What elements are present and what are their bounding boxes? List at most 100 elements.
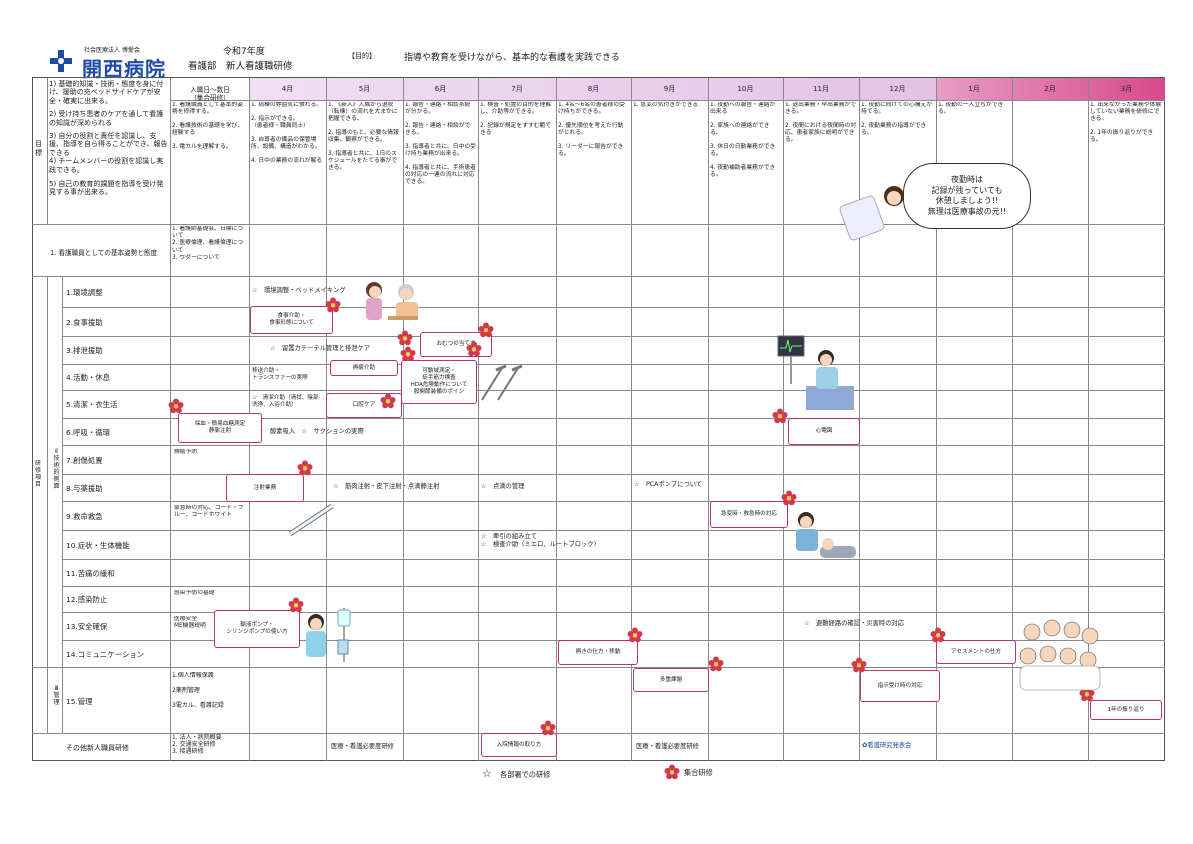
group-training-flower-icon [478, 322, 494, 338]
goals-label: 目標 [35, 140, 42, 157]
legend-flower-icon [664, 764, 680, 780]
monthly-goal-cell: 1. 病棟の雰囲気に慣れる。 2. 指示ができる。 （患者様・職員同士） 3. … [251, 102, 323, 164]
sleeping-nurse-illustration [839, 186, 904, 241]
monthly-goal-cell: 1. 看護職員として基本的姿勢を修得する。 2. 看護技術の基礎を学び、経験する… [172, 102, 244, 150]
box-ecg: 心電図 [788, 418, 860, 445]
goal-3: 3) 自分の役割と責任を認識し、支援、指導を自ら得ることができ、報告できる [49, 132, 168, 157]
monthly-goal-cell: 1. 《新人》入職から退院（転棟）の流れを大まかに把握できる。 2. 指導のもと… [328, 102, 399, 171]
note-env: ☆ 環境調整・ベッドメイキング [252, 287, 346, 294]
month-header: 7月 [511, 85, 523, 93]
skill-row-label: 12.感染防止 [66, 595, 108, 604]
month-header-band [249, 78, 936, 100]
monthly-goal-cell: 1. 夜勤への報告・連絡が出来る 2. 家族への連絡ができる。 3. 休日の日勤… [710, 102, 776, 178]
box-transfer-method: 褥きの仕方・移動 [558, 640, 638, 665]
month-header: 2月 [1044, 85, 1056, 93]
management-intro: 1.個人情報保護 2薬剤管理 3電カル、看護記録 [172, 672, 224, 709]
monthly-goal-cell: 1. 検査・処置の目的を理解し、介助等ができる。 2. 記録が規定をすすむ範でき… [480, 102, 552, 136]
other-training-intro: 1. 法人・病院概要 2. 交通安全研修 3. 接遇研修 [172, 734, 222, 756]
skill-row-intro: 緊急時の対応、コード・ブルー、コードホワイト [174, 505, 244, 518]
month-header: 11月 [813, 85, 829, 93]
box-meal-assist: 食事介助・ 食事形態について [250, 306, 333, 334]
skill-row-label: 8.与薬援助 [66, 483, 103, 493]
skill-row-label: 1.環境調整 [66, 287, 103, 297]
goal-label: 【目的】 [348, 52, 376, 60]
note-need-training-2: 医療・看護必要度研修 [636, 743, 699, 750]
group-training-flower-icon [466, 341, 482, 357]
box-injection-work: 注射業務 [226, 474, 304, 502]
month-header: 4月 [281, 85, 294, 93]
group-training-flower-icon [297, 460, 313, 476]
box-multitask: 多重課題 [633, 668, 709, 692]
group-training-flower-icon [325, 297, 341, 313]
box-range-of-motion: 可動域測定・ 徒手筋力検査 HDA危険動作について 股関節装備のポイン [401, 360, 477, 404]
note-cleaning: ☆ 清潔介助（清拭、陰部洗浄、入浴介助） [252, 395, 319, 408]
skill-row-label: 5.清潔・衣生活 [66, 400, 118, 409]
legend-star-label: 各部署での研修 [500, 770, 551, 779]
training-table [32, 77, 1165, 761]
note-catheter: ☆ 留置カテーテル管理と排泄ケア [270, 345, 371, 352]
monthly-goal-cell: 1. 4名～6名の患者様の受け持ちができる。 2. 優先順位を考えた行動がとれる… [558, 102, 625, 157]
month-header: 12月 [889, 85, 906, 93]
staff-group-illustration [1019, 619, 1101, 691]
month-header: 3月 [1120, 85, 1133, 93]
monthly-goal-cell: 1. 急変の気付きができる [633, 102, 699, 108]
note-evacuation: ☆ 避難経路の確認・災害時の対応 [804, 620, 905, 627]
box-year-review: 1年の振り返り [1090, 700, 1162, 720]
nurse-with-iv-illustration [306, 608, 351, 662]
group-training-flower-icon [772, 408, 788, 424]
box-emergency: 急変時・救急時の対応 [710, 501, 788, 528]
group-training-flower-icon [540, 720, 556, 736]
crutches-illustration [481, 364, 523, 401]
box-bedsore-assist: 褥瘡介助 [330, 360, 398, 376]
note-transfer: 移送介助・ トランスファーの実際 [252, 368, 308, 381]
note-pca: ☆ PCAポンプについて [634, 481, 703, 488]
goal-1: 1) 基礎的知識・技術・態度を身に付け、援助の充ベッドサイドケアが安全・確実に出… [49, 80, 164, 105]
group-training-flower-icon [400, 346, 416, 362]
monthly-goal-cell: 1. 退出業務・早出業務ができる。 2. 夜間における夜間時の対応、患者家族に説… [785, 102, 857, 143]
group-training-flower-icon [708, 656, 724, 672]
month-header: 6月 [434, 85, 447, 93]
skill-row-label: 3.排泄援助 [66, 346, 103, 355]
legend-flower-label: 集合研修 [684, 768, 713, 777]
skill-row-intro: 感染予防の基礎 [174, 590, 215, 596]
goal-2: 2) 受け持ち患者のケアを通して看護の知識が深められる [49, 110, 164, 127]
hospital-logo-icon [50, 50, 72, 72]
box-diaper: おむつの当て方 [420, 332, 492, 357]
group-training-flower-icon [168, 398, 184, 414]
skill-row-label: 11.苦痛の緩和 [66, 568, 115, 578]
skill-row-label: 6.呼吸・循環 [66, 427, 111, 437]
month-header: 8月 [587, 85, 600, 93]
monthly-goal-cell: 1. 出来なかった業務や体験していない業務を研修にできる。 2. 1年の振り返り… [1090, 102, 1162, 143]
box-blood-sampling: 採血・簡易血糖測定 静脈注射 [178, 413, 262, 443]
skill-row-label: 4.活動・休息 [66, 373, 111, 382]
syringe-illustration [288, 503, 334, 537]
note-injection: ☆ 筋肉注射・皮下注射・点滴静注射 [333, 483, 440, 490]
night-shift-speech-bubble: 夜勤時は 記録が残っていても 休憩しましょう!! 無理は医療事故の元!! [903, 163, 1031, 229]
nurse-feeding-illustration [366, 282, 418, 320]
goal-text: 指導や教育を受けながら、基本的な看護を実践できる [404, 53, 620, 63]
goal-4: 4) チームメンバーの役割を認識し実践できる。 [49, 157, 164, 174]
note-oxygen: ☆ 酸素吸入 ☆ サクションの実際 [258, 428, 364, 435]
fiscal-year: 令和7年度 [223, 47, 265, 57]
goal-5: 5) 自己の教育的課題を指導を受け発見する事が出来る。 [49, 180, 164, 197]
skill-row-label: 14.コミュニケーション [66, 649, 145, 659]
skill-row-label: 7.創傷処置 [66, 455, 103, 465]
box-infusion-pump: 輸液ポンプ・ シリンジポンプの使い方 [214, 610, 300, 648]
monthly-goal-cell: 1. 夜勤に向けての心構えが持てる。 2. 夜勤業務の指導ができる。 [861, 102, 933, 136]
patient-monitor-illustration [777, 335, 854, 410]
month-header: 1月 [968, 85, 980, 93]
other-training-label: その他新人職員研修 [66, 744, 129, 752]
box-assessment: アセスメントの仕方 [936, 640, 1016, 664]
group-training-flower-icon [930, 627, 946, 643]
note-research: ✿看護研究発表会 [862, 742, 912, 749]
month-header-band-late [936, 78, 1165, 100]
skill-row-label: 10.症状・生体機能 [66, 540, 130, 550]
goals-list: 1) 基礎的知識・技術・態度を身に付け、援助の充ベッドサイドケアが安全・確実に出… [49, 80, 169, 197]
group-training-flower-icon [397, 330, 413, 346]
kenshu-label: 研修項目 [35, 460, 42, 488]
monthly-goal-cell: 1. 報告・連絡・相談系統が分かる。 2. 報告・連絡・相談ができる。 3. 指… [405, 102, 476, 185]
month-header: 9月 [663, 85, 676, 93]
logo-subtitle: 社会医療法人 博愛会 [84, 47, 140, 54]
group-training-flower-icon [288, 597, 304, 613]
group-training-flower-icon [781, 490, 797, 506]
